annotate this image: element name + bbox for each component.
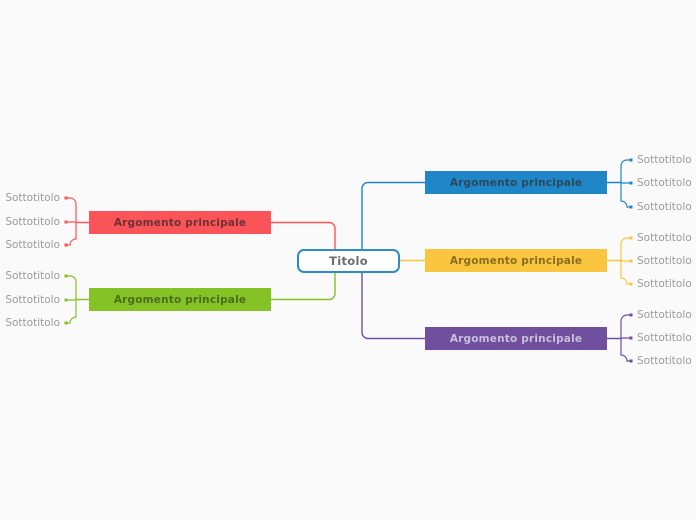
subtopic-label[interactable]: Sottotitolo [637, 154, 692, 166]
main-topic-label: Argomento principale [449, 332, 583, 345]
root-node-label: Titolo [329, 254, 368, 268]
connector-endpoint-dot [64, 298, 68, 302]
subtopic-label[interactable]: Sottotitolo [637, 232, 692, 244]
connector-endpoint-dot [629, 282, 633, 286]
subtopic-label[interactable]: Sottotitolo [637, 355, 692, 367]
subtopic-label[interactable]: Sottotitolo [637, 255, 692, 267]
main-topic-node[interactable]: Argomento principale [89, 288, 271, 311]
connector-endpoint-dot [629, 236, 633, 240]
connector-endpoint-dot [629, 181, 633, 185]
connector-endpoint-dot [64, 274, 68, 278]
main-topic-label: Argomento principale [449, 176, 583, 189]
connector-endpoint-dot [64, 243, 68, 247]
main-topic-label: Argomento principale [449, 254, 583, 267]
subtopic-label[interactable]: Sottotitolo [637, 201, 692, 213]
connector-endpoint-dot [629, 336, 633, 340]
connector-endpoint-dot [629, 313, 633, 317]
main-topic-label: Argomento principale [113, 216, 247, 229]
subtopic-label[interactable]: Sottotitolo [637, 332, 692, 344]
subtopic-label[interactable]: Sottotitolo [5, 317, 60, 329]
connector-endpoint-dot [64, 196, 68, 200]
main-topic-node[interactable]: Argomento principale [425, 171, 607, 194]
subtopic-label[interactable]: Sottotitolo [5, 192, 60, 204]
subtopic-label[interactable]: Sottotitolo [637, 309, 692, 321]
subtopic-label[interactable]: Sottotitolo [5, 294, 60, 306]
main-topic-node[interactable]: Argomento principale [89, 211, 271, 234]
connector-endpoint-dot [629, 158, 633, 162]
subtopic-label[interactable]: Sottotitolo [637, 177, 692, 189]
connector-endpoint-dot [64, 220, 68, 224]
connector-endpoint-dot [64, 321, 68, 325]
subtopic-label[interactable]: Sottotitolo [5, 216, 60, 228]
main-topic-node[interactable]: Argomento principale [425, 327, 607, 350]
subtopic-label[interactable]: Sottotitolo [637, 278, 692, 290]
main-topic-label: Argomento principale [113, 293, 247, 306]
main-topic-node[interactable]: Argomento principale [425, 249, 607, 272]
subtopic-label[interactable]: Sottotitolo [5, 270, 60, 282]
connector-endpoint-dot [629, 359, 633, 363]
subtopic-label[interactable]: Sottotitolo [5, 239, 60, 251]
connector-endpoint-dot [629, 259, 633, 263]
connector-endpoint-dot [629, 205, 633, 209]
root-node[interactable]: Titolo [297, 249, 400, 273]
